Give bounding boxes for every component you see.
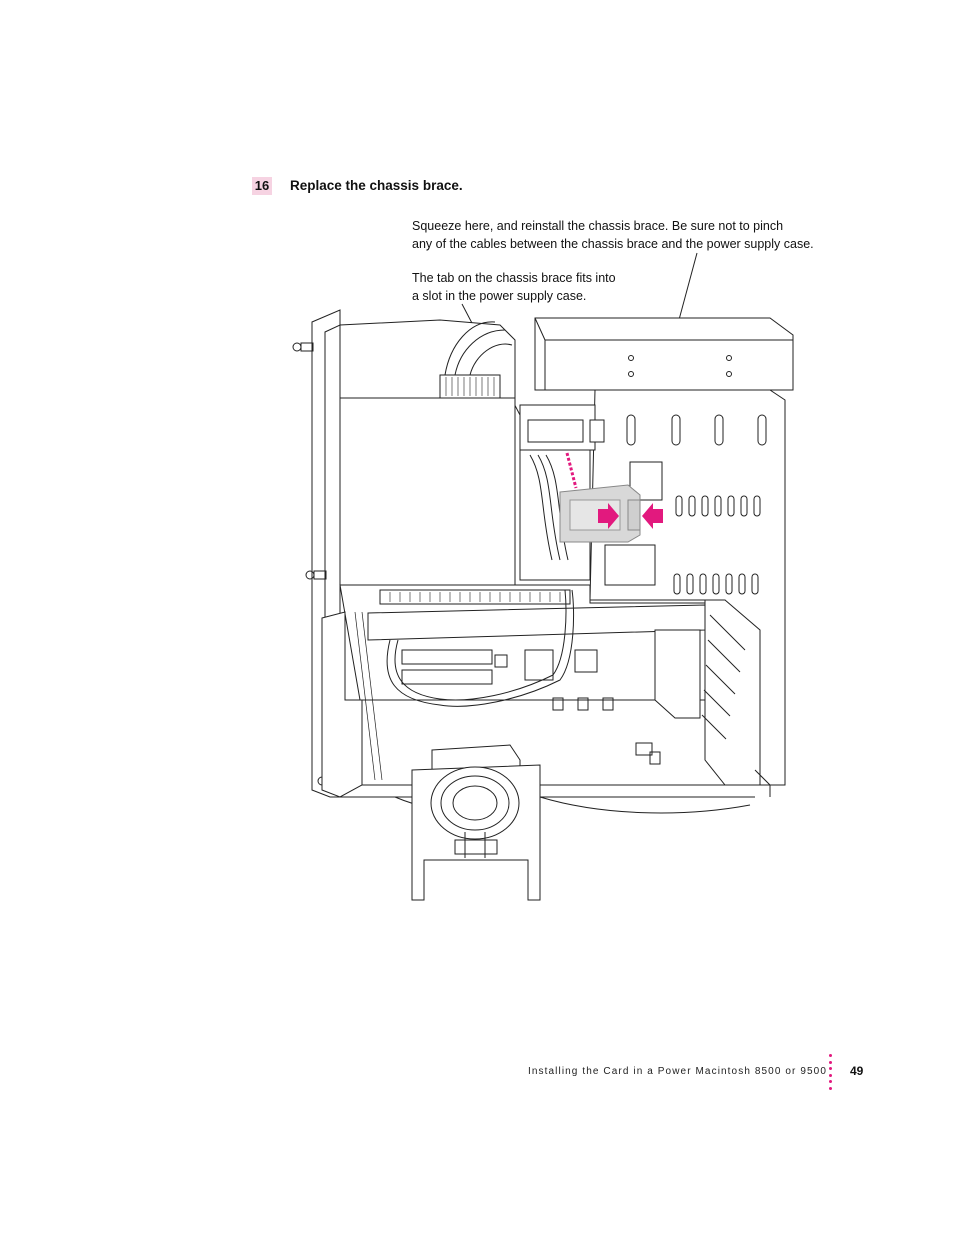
logic-board <box>339 584 711 711</box>
callout-squeeze: Squeeze here, and reinstall the chassis … <box>412 218 814 253</box>
step-number: 16 <box>252 177 272 195</box>
step-title: Replace the chassis brace. <box>290 178 463 193</box>
fan-assembly <box>411 744 541 901</box>
power-supply <box>339 319 591 586</box>
callout-squeeze-line-1: Squeeze here, and reinstall the chassis … <box>412 219 784 233</box>
footer-chapter-text: Installing the Card in a Power Macintosh… <box>528 1066 827 1077</box>
bracket-upper <box>519 404 605 451</box>
callout-tab: The tab on the chassis brace fits into a… <box>412 270 616 305</box>
expansion-slots <box>635 599 761 786</box>
footer-dots <box>829 1054 833 1094</box>
callout-tab-line-2: a slot in the power supply case. <box>412 288 587 303</box>
drive-bay <box>534 317 794 391</box>
callout-squeeze-line-2: any of the cables between the chassis br… <box>412 236 814 251</box>
page-number: 49 <box>850 1064 864 1078</box>
callout-tab-line-1: The tab on the chassis brace fits into <box>412 271 616 285</box>
motion-dashed-line <box>565 452 578 489</box>
squeeze-arrows <box>598 503 663 529</box>
